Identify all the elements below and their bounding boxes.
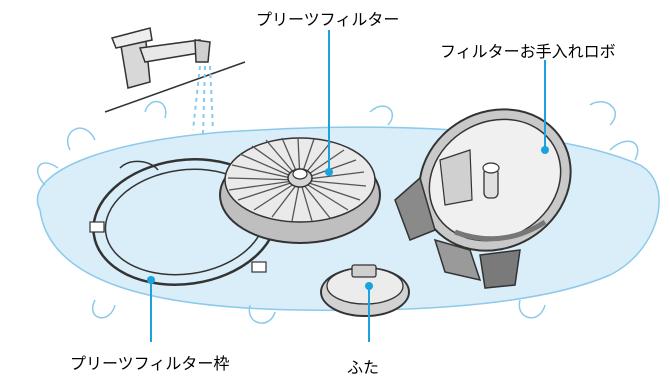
leader-robot (544, 60, 546, 150)
dot-pleats-filter (325, 168, 333, 176)
dot-robot (541, 146, 549, 154)
label-pleats-filter: プリーツフィルター (256, 10, 400, 29)
pleats-filter (219, 137, 381, 244)
leader-lid (368, 286, 370, 342)
label-frame: プリーツフィルター枠 (70, 354, 230, 373)
dot-frame (147, 276, 155, 284)
label-lid: ふた (347, 358, 380, 377)
leader-frame (150, 280, 152, 342)
cleaning-robot (394, 108, 572, 289)
dot-lid (365, 282, 373, 290)
faucet (104, 27, 246, 136)
label-robot: フィルターお手入れロボ (440, 42, 616, 61)
leader-pleats-filter (328, 30, 330, 172)
